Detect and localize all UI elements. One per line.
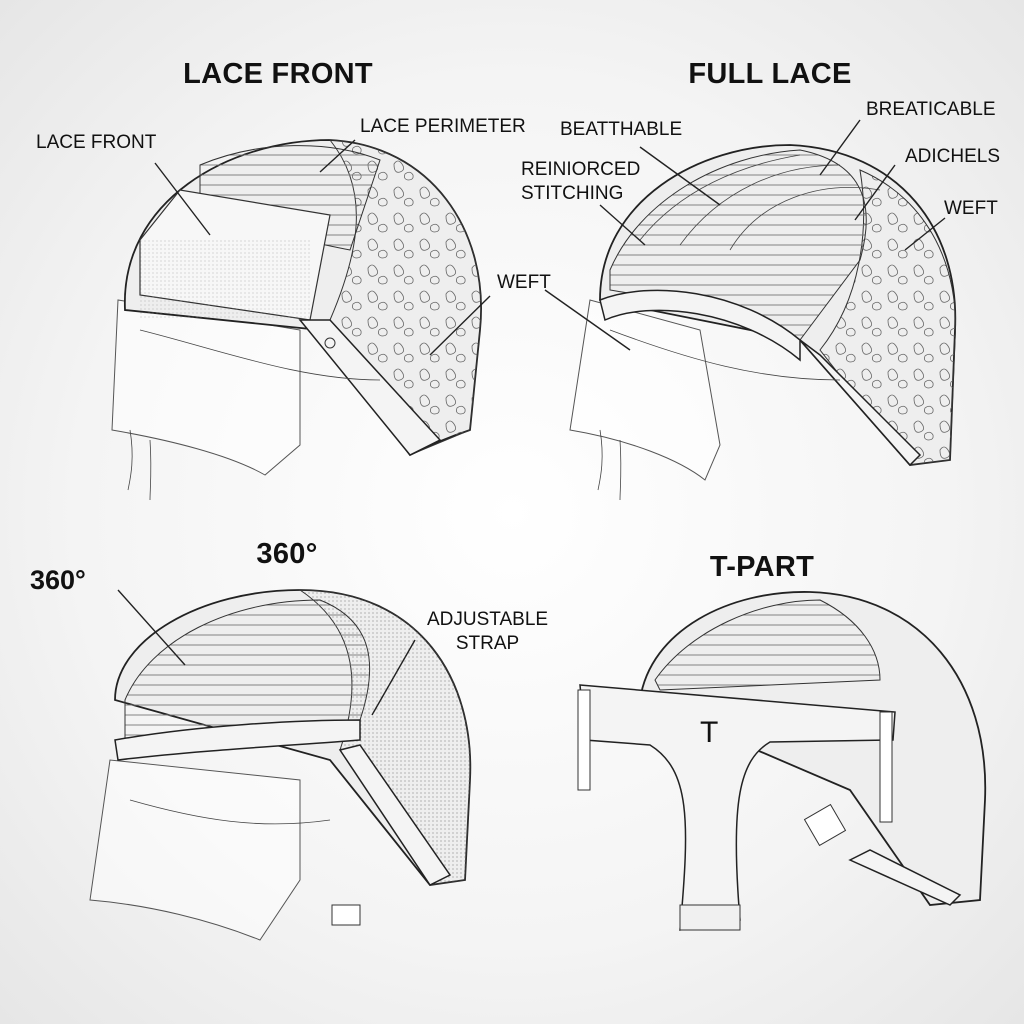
label-lace-perimeter: LACE PERIMETER: [360, 116, 526, 137]
label-adjustable-line2: STRAP: [455, 633, 520, 654]
label-adichels: ADICHELS: [905, 146, 1001, 167]
360-cap: [89, 589, 472, 941]
label-lace-front: LACE FRONT: [36, 132, 157, 153]
label-breaticable: BREATICABLE: [866, 99, 996, 120]
label-weft-1: WEFT: [497, 272, 551, 293]
lace-front-cap: [111, 139, 482, 501]
label-360: 360°: [30, 565, 86, 595]
panel-title-full-lace: FULL LACE: [688, 58, 852, 90]
panel-title-lace-front: LACE FRONT: [183, 58, 373, 90]
t-part-cap: [577, 591, 987, 931]
label-reinforced-stitching: REINIORCED STITCHING: [521, 158, 640, 206]
full-lace-cap: [569, 144, 957, 501]
label-reinforced-line2: STITCHING: [521, 183, 624, 204]
panel-title-t-part: T-PART: [709, 551, 815, 583]
label-adjustable-strap: ADJUSTABLE STRAP: [427, 608, 548, 656]
label-weft-2: WEFT: [944, 198, 998, 219]
label-beatthable: BEATTHABLE: [560, 119, 683, 140]
panel-title-360: 360°: [256, 538, 318, 570]
label-reinforced-line1: REINIORCED: [521, 159, 641, 180]
leader-lines: [117, 119, 946, 716]
label-t-mark: T: [700, 716, 719, 749]
label-adjustable-line1: ADJUSTABLE: [427, 609, 549, 630]
